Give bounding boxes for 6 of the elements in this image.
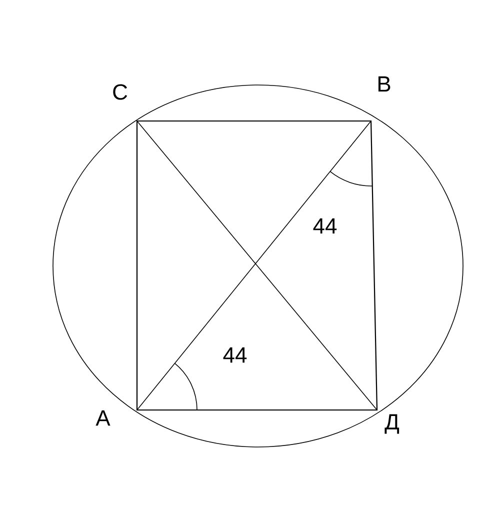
angle-label: 44 bbox=[313, 218, 337, 234]
vertex-label: A bbox=[96, 410, 110, 426]
vertex-label: C bbox=[113, 84, 128, 100]
vertex-label: B bbox=[378, 76, 390, 92]
angle-label: 44 bbox=[223, 347, 247, 363]
vertex-label: Д bbox=[384, 414, 400, 434]
